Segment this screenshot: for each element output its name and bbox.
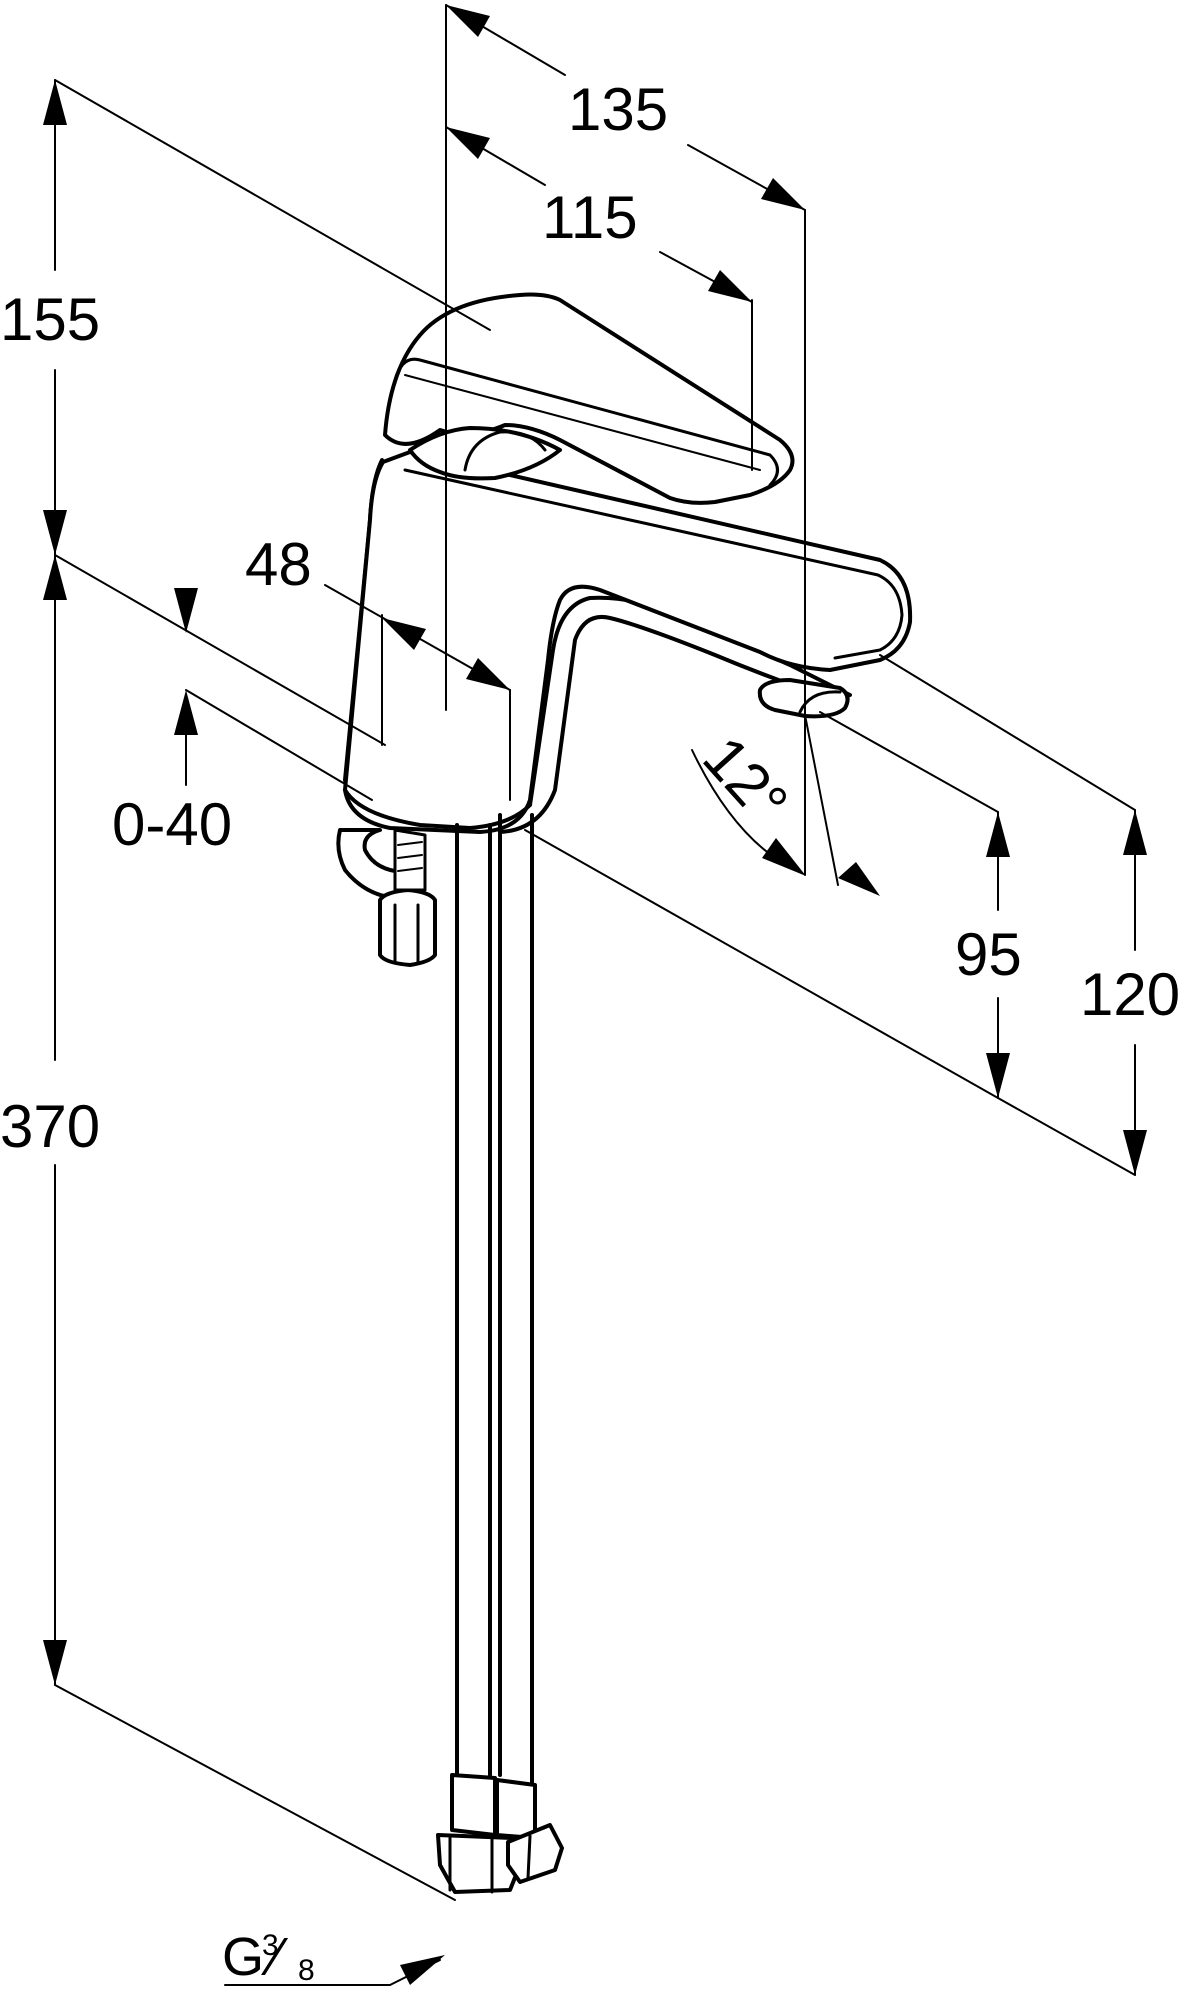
label-115: 115 <box>542 184 638 251</box>
body-base <box>343 788 532 830</box>
angle-arrow-left <box>762 838 806 876</box>
dim-370-ext-bottom <box>54 1684 456 1901</box>
dim-115-arrow-left <box>446 127 490 159</box>
dim-135-arrow-left <box>446 5 490 37</box>
label-155: 155 <box>0 286 100 353</box>
thread-denominator: 8 <box>298 1954 315 1987</box>
dim-155-arrow-top <box>43 80 67 125</box>
thread-letter: G <box>222 1927 264 1987</box>
dim-135-arrow-right <box>761 178 805 210</box>
angle-ray <box>804 714 839 886</box>
dim-155-ext-top <box>54 79 491 331</box>
dim-95-arrow-top <box>986 812 1010 857</box>
supply-hose-left <box>455 823 492 1777</box>
dim-040-arrow-bottom <box>174 690 198 735</box>
hex-nut-right <box>506 1823 564 1884</box>
supply-hose-right <box>498 813 534 1792</box>
dim-120-arrow-top <box>1123 810 1147 855</box>
thread-label: G 3 ⁄ 8 <box>222 1927 315 1987</box>
clamp-screw-thread <box>397 841 423 872</box>
label-12-degrees: 12° <box>690 724 801 836</box>
dim-120-ext-bottom <box>997 1097 1136 1176</box>
label-120: 120 <box>1080 961 1180 1028</box>
dim-95-arrow-bottom <box>986 1053 1010 1098</box>
dim-48-arrow-right <box>466 658 510 690</box>
lever-neck <box>408 426 562 481</box>
clamp-bolt <box>378 888 437 967</box>
dim-155-arrow-bottom <box>43 510 67 555</box>
spout-top-edge <box>403 468 904 660</box>
dimension-lines <box>43 4 1147 1986</box>
lever-handle-inner <box>404 374 761 471</box>
faucet-outline <box>336 292 913 1894</box>
thread-numerator: 3 <box>262 1929 279 1962</box>
clamp-bolt-facet <box>393 903 420 965</box>
hex-nut-left <box>436 1833 522 1894</box>
label-95: 95 <box>955 921 1022 988</box>
dim-155-ext-bottom <box>54 554 386 746</box>
dim-040-arrow-top <box>174 588 198 633</box>
hex-nut-right-facets <box>526 1834 532 1880</box>
dim-040-ext <box>185 689 373 801</box>
label-135: 135 <box>568 76 668 143</box>
dim-115-arrow-right <box>708 270 752 302</box>
hose-connector-left <box>450 1773 497 1837</box>
angle-arrow-right <box>838 862 880 896</box>
hex-nut-left-facets <box>448 1836 494 1894</box>
clamp-screw <box>393 828 427 892</box>
faucet-body-shell <box>343 450 913 834</box>
dim-48-arrow-left <box>382 618 426 650</box>
label-370: 370 <box>0 1093 100 1160</box>
dim-95-ext-bottom <box>524 829 999 1099</box>
hose-connector-right <box>495 1778 537 1840</box>
dim-95-ext-top <box>819 711 999 813</box>
aerator <box>757 678 850 719</box>
label-48: 48 <box>245 531 312 598</box>
thread-arrow <box>400 1955 445 1985</box>
dim-120-ext-top <box>879 654 1136 811</box>
lever-handle-edge <box>393 357 779 487</box>
aerator-ring <box>798 690 842 714</box>
label-0-40: 0-40 <box>112 791 232 858</box>
dim-120-arrow-bottom <box>1123 1130 1147 1175</box>
dim-370-arrow-bottom <box>43 1640 67 1685</box>
lever-neck-inner <box>463 430 547 472</box>
dim-370-arrow-top <box>43 555 67 600</box>
